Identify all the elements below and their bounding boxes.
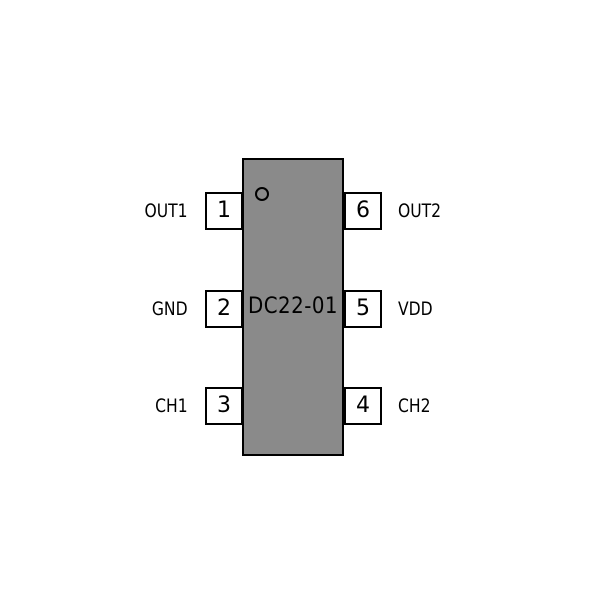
pin-name-ch1: CH1 [155,395,188,417]
pin-4: 4 [344,387,382,425]
pin-name-vdd: VDD [398,298,433,320]
pin-2: 2 [205,290,243,328]
pin-name-out2: OUT2 [398,200,442,222]
pin1-indicator-icon [255,187,269,201]
chip-part-number: DC22-01 [247,294,339,319]
pin-name-ch2: CH2 [398,395,431,417]
chip-body [242,158,344,456]
pin-name-out1: OUT1 [144,200,188,222]
pin-1: 1 [205,192,243,230]
pin-name-gnd: GND [152,298,188,320]
pin-3: 3 [205,387,243,425]
pin-6: 6 [344,192,382,230]
pin-5: 5 [344,290,382,328]
